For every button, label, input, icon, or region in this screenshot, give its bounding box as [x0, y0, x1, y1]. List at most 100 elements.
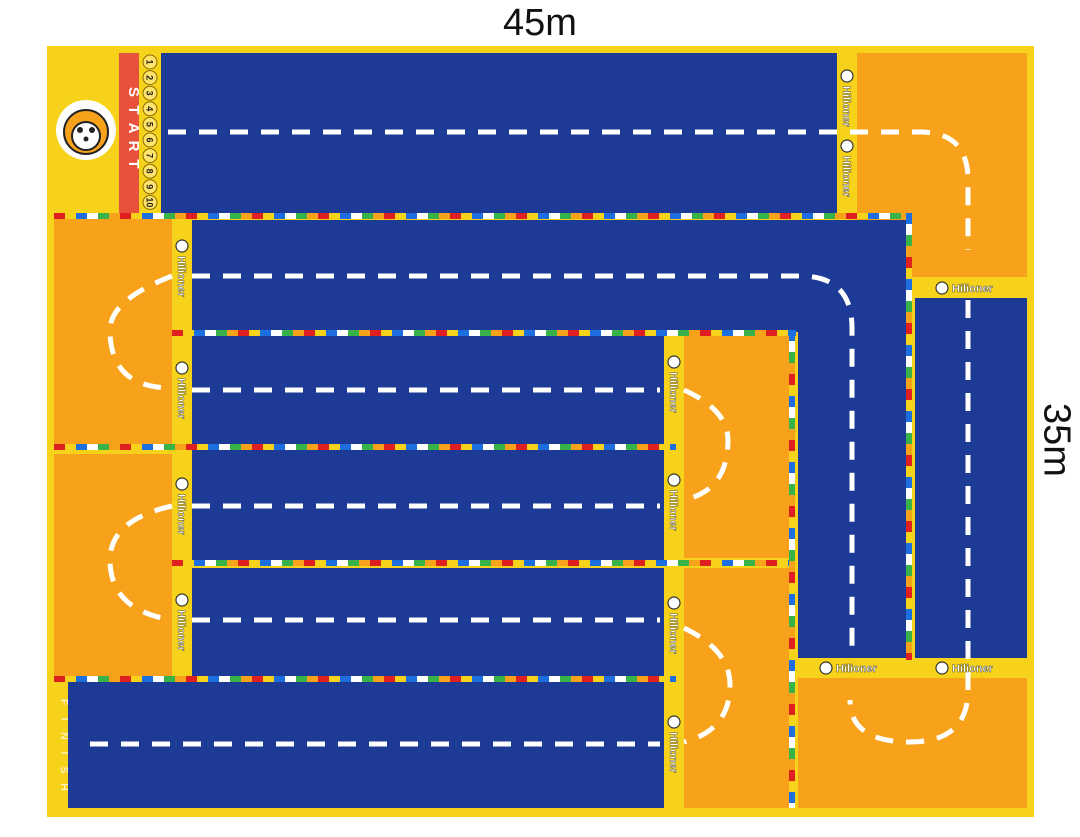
stripe-segment: [516, 444, 527, 450]
stripe-segment: [906, 356, 912, 367]
stripe-segment: [571, 213, 582, 219]
brand-strip: [664, 336, 684, 806]
lion-logo-icon: [667, 715, 681, 729]
lane-centerline: [107, 273, 173, 391]
stripe-segment: [736, 213, 747, 219]
stripe-segment: [789, 539, 795, 550]
stripe-segment: [238, 330, 249, 336]
stripe-segment: [722, 330, 733, 336]
lane-centerline: [847, 300, 971, 745]
brand-text: Hilioner: [952, 283, 994, 295]
stripe-segment: [230, 213, 241, 219]
stripe-segment: [428, 444, 439, 450]
stripe-segment: [472, 444, 483, 450]
stripe-segment: [458, 560, 469, 566]
lion-logo-icon: [667, 473, 681, 487]
stripe-segment: [590, 560, 601, 566]
stripe-segment: [789, 462, 795, 473]
stripe-segment: [227, 330, 238, 336]
stripe-segment: [351, 676, 362, 682]
stripe-segment: [906, 444, 912, 455]
brand-text: Hilioner: [667, 732, 679, 774]
stripe-segment: [494, 444, 505, 450]
stripe-segment: [593, 213, 604, 219]
lane-number-badge: [142, 101, 158, 117]
stripe-segment: [362, 676, 373, 682]
stripe-segment: [700, 560, 711, 566]
stripe-segment: [789, 792, 795, 803]
brand-label: Hilioner: [175, 477, 189, 536]
stripe-segment: [601, 330, 612, 336]
stripe-segment: [98, 213, 109, 219]
brand-label: Hilioner: [175, 361, 189, 420]
stripe-segment: [450, 444, 461, 450]
stripe-segment: [813, 213, 824, 219]
stripe-segment: [274, 444, 285, 450]
lion-logo-icon: [935, 661, 949, 675]
stripe-segment: [689, 330, 700, 336]
stripe-segment: [403, 330, 414, 336]
stripe-segment: [384, 676, 395, 682]
stripe-segment: [789, 451, 795, 462]
stripe-segment: [766, 330, 777, 336]
stripe-segment: [789, 781, 795, 792]
stripe-segment: [142, 213, 153, 219]
lane-number-badge: [142, 132, 158, 148]
stripe-segment: [857, 213, 868, 219]
stripe-segment: [219, 213, 230, 219]
stripe-segment: [513, 560, 524, 566]
lion-logo-icon: [175, 239, 189, 253]
stripe-segment: [560, 213, 571, 219]
lion-logo-icon: [935, 281, 949, 295]
finish-letter: F: [58, 699, 69, 705]
stripe-segment: [703, 213, 714, 219]
stripe-segment: [461, 213, 472, 219]
stripe-segment: [906, 246, 912, 257]
turn-zone: [684, 336, 792, 558]
stripe-segment: [494, 676, 505, 682]
stripe-segment: [131, 213, 142, 219]
stripe-segment: [109, 213, 120, 219]
stripe-segment: [65, 444, 76, 450]
stripe-segment: [789, 671, 795, 682]
stripe-segment: [98, 676, 109, 682]
stripe-segment: [906, 389, 912, 400]
lane-number-badge: [142, 148, 158, 164]
stripe-segment: [615, 213, 626, 219]
stripe-segment: [54, 444, 65, 450]
stripe-segment: [505, 676, 516, 682]
stripe-segment: [513, 330, 524, 336]
stripe-segment: [733, 330, 744, 336]
stripe-segment: [282, 560, 293, 566]
stripe-segment: [337, 560, 348, 566]
stripe-segment: [546, 560, 557, 566]
stripe-segment: [700, 330, 711, 336]
stripe-segment: [458, 330, 469, 336]
stripe-segment: [744, 330, 755, 336]
stripe-segment: [186, 444, 197, 450]
stripe-segment: [194, 560, 205, 566]
lane-number-badge: [142, 116, 158, 132]
lane-centerline: [682, 387, 731, 503]
stripe-segment: [906, 543, 912, 554]
lane-number: 6: [145, 137, 155, 142]
stripe-segment: [711, 560, 722, 566]
stripe-segment: [469, 330, 480, 336]
stripe-segment: [450, 676, 461, 682]
stripe-segment: [906, 532, 912, 543]
stripe-segment: [274, 213, 285, 219]
stripe-segment: [241, 676, 252, 682]
stripe-segment: [906, 521, 912, 532]
stripe-segment: [480, 330, 491, 336]
stripe-segment: [87, 444, 98, 450]
stripe-segment: [315, 330, 326, 336]
stripe-segment: [461, 676, 472, 682]
stripe-segment: [285, 213, 296, 219]
stripe-segment: [260, 560, 271, 566]
stripe-segment: [293, 560, 304, 566]
stripe-segment: [461, 444, 472, 450]
stripe-segment: [216, 330, 227, 336]
stripe-segment: [659, 444, 670, 450]
stripe-segment: [906, 477, 912, 488]
